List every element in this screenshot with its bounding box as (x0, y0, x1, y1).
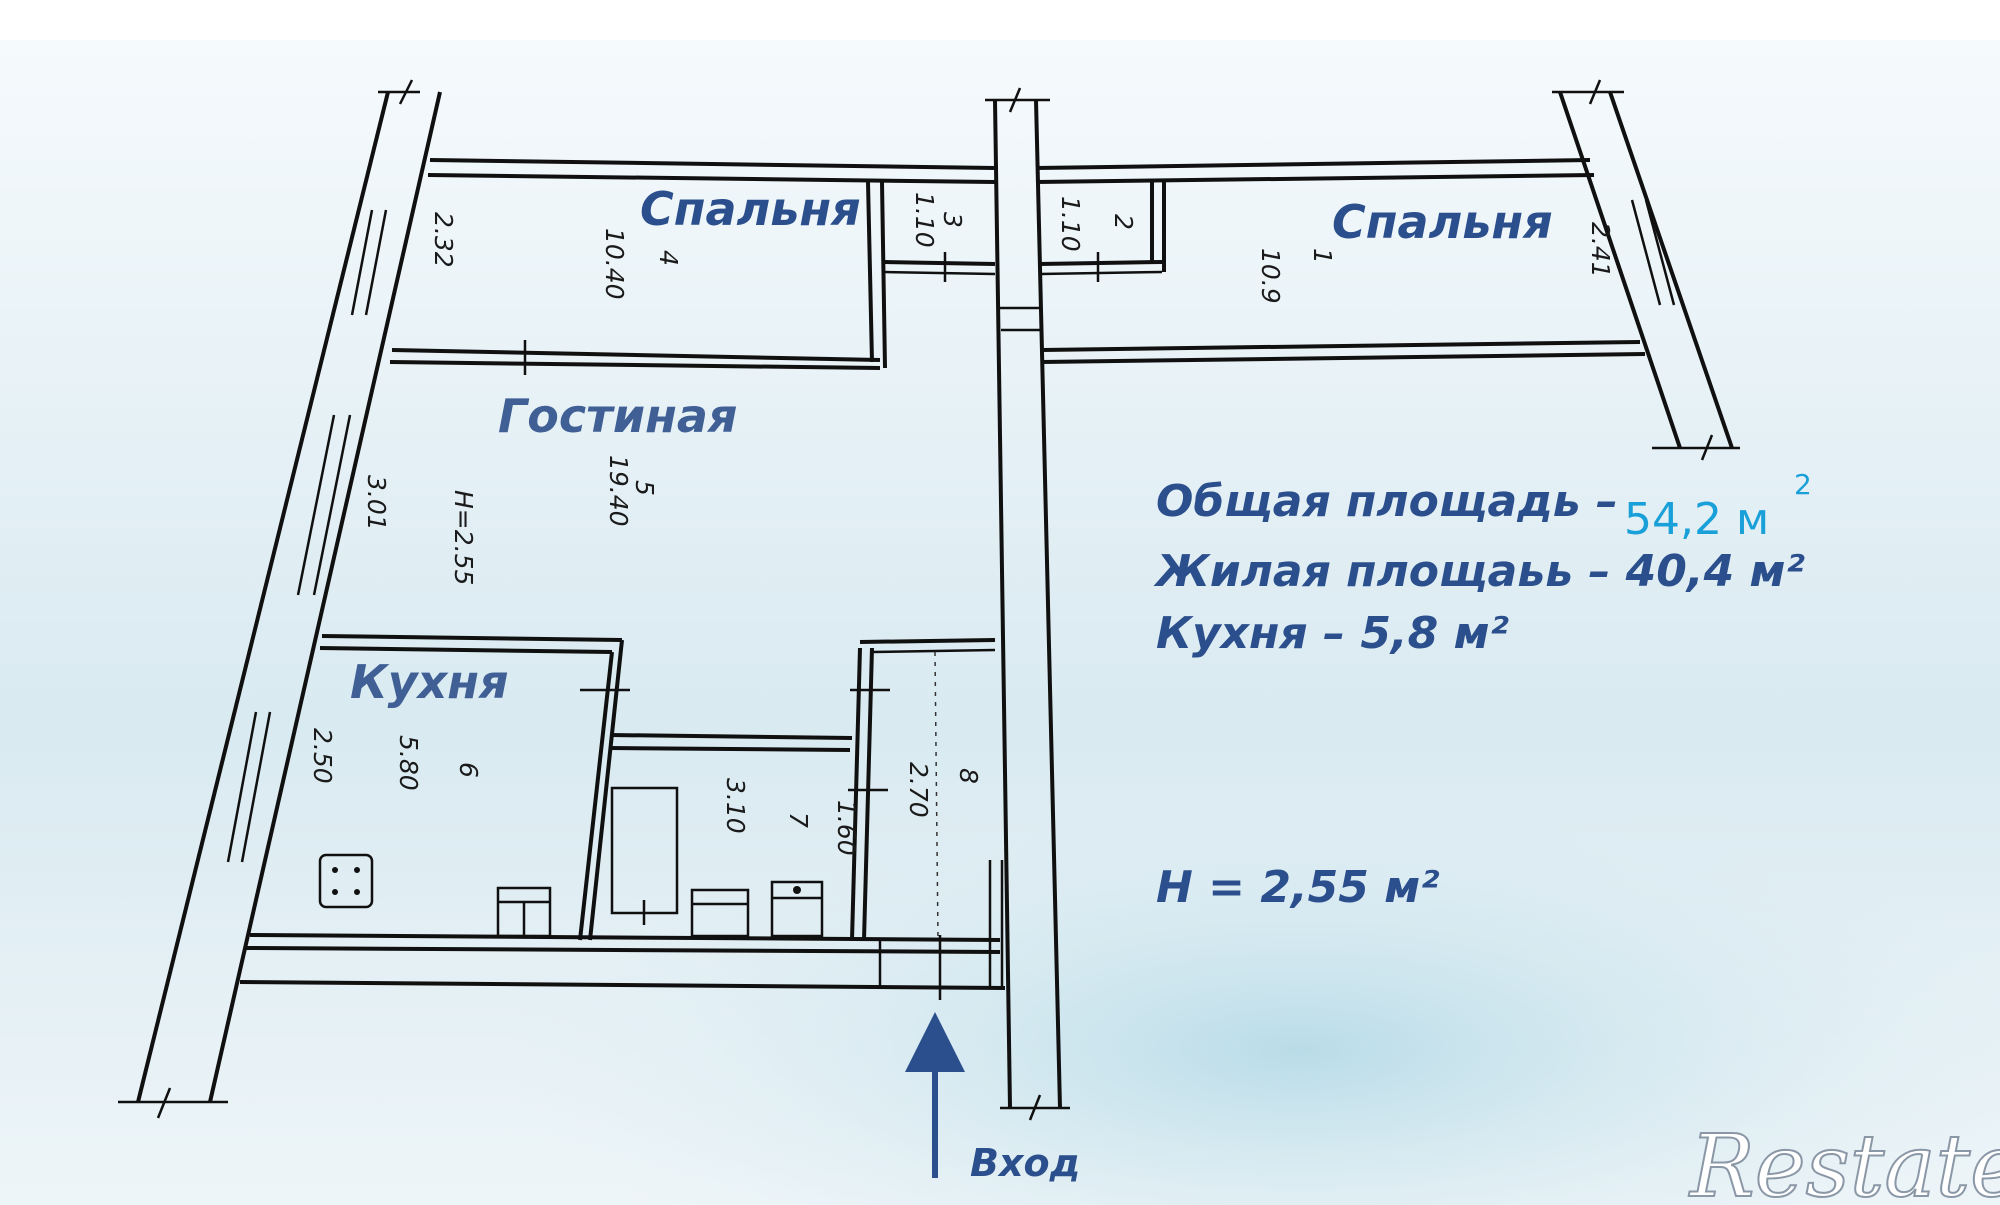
wall-bedroom-right-bottom (1041, 340, 1641, 352)
window-left-3b (240, 711, 272, 863)
note-kitchen-width: 2.50 (308, 728, 337, 784)
break-mark-top-right (1552, 79, 1624, 105)
wall-left-inner (208, 91, 442, 1103)
wall-hall-top (859, 638, 996, 644)
room-label-bedroom-right: Спальня (1332, 195, 1553, 249)
living-area-line: Жилая площаьь – 40,4 м² (1153, 546, 1805, 597)
window-right (1630, 199, 1662, 306)
washbasin-icon (690, 888, 750, 938)
break-mark-bottom-right (1652, 434, 1740, 461)
window-left-3 (226, 711, 258, 863)
wall-room3-bottom (884, 260, 996, 266)
room-label-bedroom-left: Спальня (640, 182, 861, 236)
ceiling-height-line: H = 2,55 м² (1156, 862, 1439, 913)
wall-bath-top (609, 733, 853, 740)
note-room3-num: 3 (938, 212, 967, 228)
note-bedroom-right-area: 10.9 (1256, 248, 1285, 304)
wall-bedroom-left-right (866, 181, 874, 363)
break-mark-bottom-center (1000, 1094, 1070, 1121)
wall-bath-right (850, 647, 862, 941)
note-bedroom-left-area: 10.40 (600, 228, 629, 300)
wall-bedroom-left-bottom (391, 348, 881, 362)
note-bath-num: 7 (784, 812, 813, 828)
wall-kitchen-top-b (319, 646, 613, 654)
wall-bath-top-b (609, 746, 851, 752)
wall-bedroom-right-bottom-b (1041, 352, 1646, 364)
wall-top-left-b (427, 173, 996, 184)
wall-room2-bottom-b (1039, 270, 1163, 276)
window-left-2 (296, 414, 336, 596)
wall-hall-top-b (871, 648, 996, 654)
wall-right-inner (1608, 91, 1734, 449)
room-label-living: Гостиная (498, 389, 737, 443)
window-left-1b (364, 209, 388, 316)
note-room3-area: 1.10 (910, 192, 939, 248)
note-bedroom-left-width: 2.32 (429, 212, 458, 268)
note-living-area: 19.40 (604, 455, 633, 527)
wall-left-outer (136, 91, 390, 1103)
note-hall-area: 2.70 (904, 762, 933, 818)
total-area-value: 54,2 м (1624, 494, 1769, 545)
note-kitchen-num: 6 (454, 762, 483, 778)
break-mark-top-center (985, 87, 1050, 113)
room-label-kitchen: Кухня (350, 655, 509, 709)
sink-icon (496, 886, 552, 938)
wall-center-right (1034, 99, 1062, 1109)
window-left-2b (312, 414, 352, 596)
note-bedroom-right-num: 1 (1308, 248, 1337, 264)
wall-room3-bottom-b (884, 270, 996, 276)
break-mark-bottom-left (118, 1087, 228, 1119)
wall-center-left (993, 99, 1012, 1109)
wall-kitchen-top (321, 634, 623, 642)
entrance-label: Вход (970, 1141, 1080, 1185)
wall-bedroom-left-right-b (880, 181, 887, 369)
note-bath-area: 3.10 (721, 778, 750, 834)
total-area-superscript: 2 (1794, 468, 1812, 501)
note-room2-num: 2 (1109, 214, 1138, 230)
wall-top-right-b (1035, 173, 1595, 184)
stove-icon (318, 853, 374, 909)
wall-bath-right-b (862, 647, 874, 941)
wall-bottom-1 (249, 933, 1001, 942)
wall-top-right (1035, 158, 1591, 170)
note-bath-width: 1.60 (832, 800, 861, 856)
kitchen-area-line: Кухня – 5,8 м² (1156, 608, 1509, 659)
total-area-label: Общая площадь – (1156, 476, 1618, 527)
window-left-1 (350, 209, 374, 316)
note-bedroom-left-num: 4 (654, 250, 683, 266)
wall-kitchen-right-b (578, 651, 614, 941)
wall-top-left (429, 158, 996, 170)
background-ice (0, 500, 2000, 1205)
note-living-height: H=2.55 (449, 490, 478, 585)
note-bedroom-right-width: 2.41 (1586, 222, 1615, 278)
wall-bottom-2 (243, 946, 1001, 954)
break-mark-top-left (378, 79, 420, 105)
area-summary: Общая площадь – 54,2 м 2 Жилая площаьь –… (1153, 468, 1812, 913)
note-room2-area: 1.10 (1056, 196, 1085, 252)
note-hall-num: 8 (954, 768, 983, 784)
wall-bedroom-left-bottom-b (389, 360, 881, 370)
hall-dashed-line (934, 651, 939, 941)
restate-watermark: Restate (1688, 1117, 2000, 1205)
toilet-icon (770, 880, 824, 938)
window-right-b (1644, 199, 1676, 306)
wall-bottom-3 (239, 980, 1006, 990)
wall-right-outer (1558, 91, 1682, 449)
note-living-width: 3.01 (362, 475, 391, 531)
note-living-num: 5 (630, 480, 659, 496)
background-top-band (0, 0, 2000, 40)
wall-room2-bottom (1039, 260, 1163, 266)
bathtub-icon (610, 786, 679, 925)
note-kitchen-area: 5.80 (394, 735, 423, 791)
